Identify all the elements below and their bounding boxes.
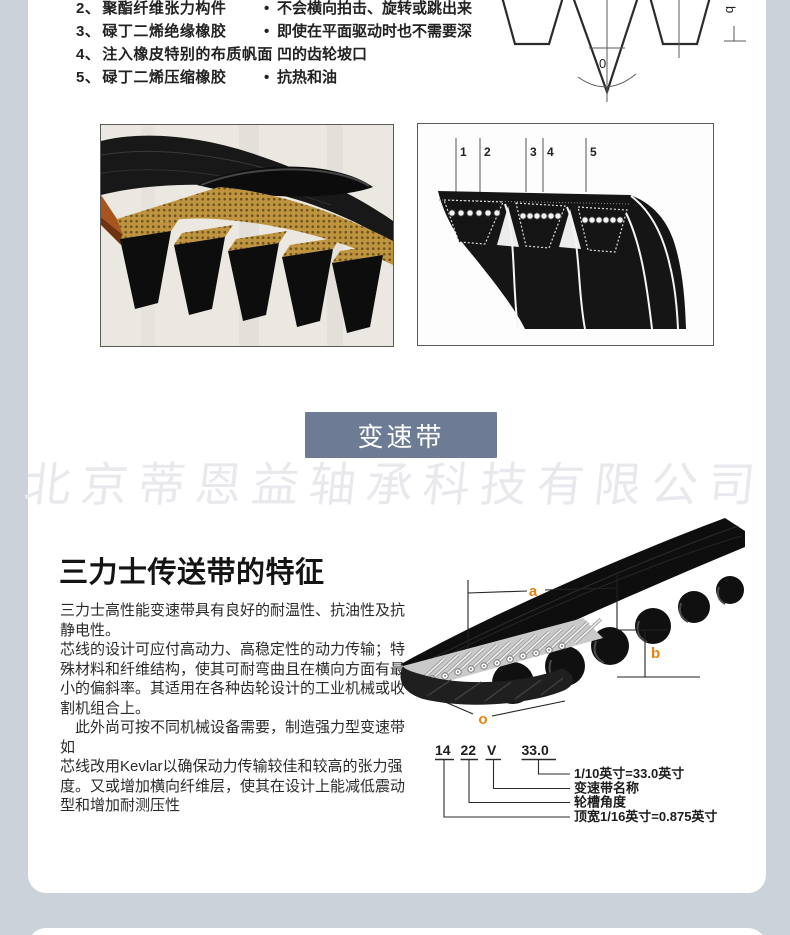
banded-vbelt-photo [100,124,394,347]
layer-number: 2 [484,145,491,159]
list-item: 5、碌丁二烯压缩橡胶 [76,66,273,89]
item-label: 碌丁二烯压缩橡胶 [102,69,227,86]
list-item: 3、碌丁二烯绝缘橡胶 [76,20,273,43]
feature-paragraphs: 三力士高性能变速带具有良好的耐温性、抗油性及抗静电性。 芯线的设计可应付高动力、… [60,601,410,816]
benefit-label: 即使在平面驱动时也不需要深凹的齿轮坡口 [277,23,473,63]
code-callout: 1/10英寸=33.0英寸 [574,766,684,781]
section-badge: 变速带 [305,412,497,458]
dim-a-label: a [529,583,538,600]
groove-angle-label: 0 [599,56,606,71]
material-structure-list: 2、聚酯纤维张力构件 3、碌丁二烯绝缘橡胶 4、注入橡皮特别的布质帆面 5、碌丁… [76,0,273,89]
next-section-card [28,928,766,935]
code-part: V [487,742,497,758]
benefits-list: • 不会横向拍击、旋转或跳出来 • 即使在平面驱动时也不需要深凹的齿轮坡口 • 抗热和… [264,0,482,89]
badge-label: 变速带 [357,421,445,452]
bullet-icon: • [264,0,270,17]
benefit-label: 不会横向拍击、旋转或跳出来 [277,0,473,17]
code-callout: 变速带名称 [574,781,639,796]
item-label: 注入橡皮特别的布质帆面 [102,46,273,63]
pulley-groove-diagram: 0 b [501,0,746,102]
item-number: 2、 [76,0,101,17]
variable-speed-belt-photo: a b o [400,518,745,728]
bullet-icon: • [264,69,270,86]
code-callout: 轮槽角度 [574,795,627,810]
layer-number: 5 [590,145,597,159]
paragraph: 此外尚可按不同机械设备需要，制造强力型变速带如 [60,719,406,756]
code-part: 22 [461,742,477,758]
belt-cross-section-diagram: 1 2 3 4 5 [417,123,714,346]
item-number: 3、 [76,23,101,40]
paragraph: 三力士高性能变速带具有良好的耐温性、抗油性及抗静电性。 [60,602,406,639]
list-item: 2、聚酯纤维张力构件 [76,0,273,20]
benefit-label: 抗热和油 [277,69,338,86]
list-item: • 不会横向拍击、旋转或跳出来 [264,0,482,20]
layer-number: 1 [460,145,467,159]
groove-width-label: b [723,6,738,13]
item-number: 4、 [76,46,101,63]
layer-number: 4 [547,145,554,159]
list-item: • 即使在平面驱动时也不需要深凹的齿轮坡口 [264,20,482,66]
paragraph: 芯线改用Kevlar以确保动力传输较佳和较高的张力强度。又或增加横向纤维层，使其… [60,758,406,814]
code-callout: 顶宽1/16英寸=0.875英寸 [574,809,717,824]
list-item: 4、注入橡皮特别的布质帆面 [76,43,273,66]
list-item: • 抗热和油 [264,66,482,89]
layer-number: 3 [530,145,537,159]
bullet-icon: • [264,23,270,40]
code-part: 33.0 [522,742,549,758]
section-title: 三力士传送带的特征 [59,557,325,589]
belt-code-diagram: 14 22 V 33.0 1/10英寸=33.0英寸 变速带名称 轮槽角度 顶宽… [435,742,717,824]
dim-b-label: b [651,645,660,662]
paragraph: 芯线的设计可应付高动力、高稳定性的动力传输；特殊材料和纤维结构，使其可耐弯曲且在… [60,641,406,717]
item-label: 聚酯纤维张力构件 [102,0,227,17]
item-label: 碌丁二烯绝缘橡胶 [102,23,227,40]
dim-o-label: o [478,711,487,728]
item-number: 5、 [76,69,101,86]
code-part: 14 [435,742,451,758]
